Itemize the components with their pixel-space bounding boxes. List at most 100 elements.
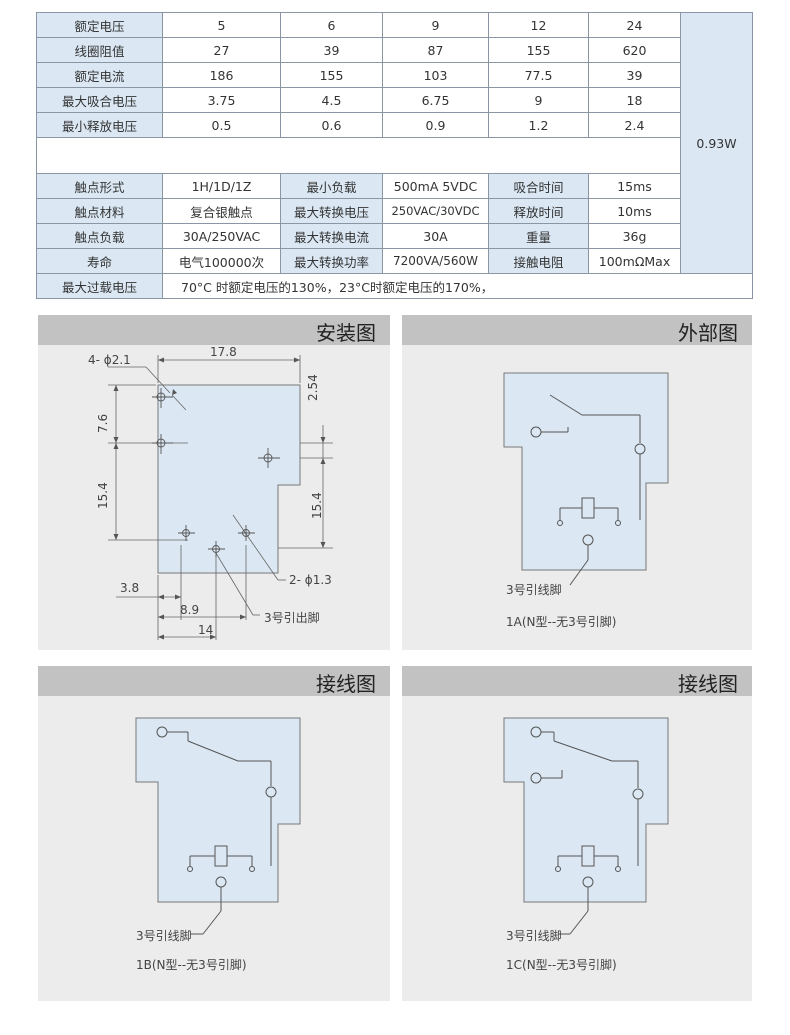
table-cell: 39 xyxy=(588,62,681,88)
pin3-label: 3号引出脚 xyxy=(264,611,320,625)
panel-header: 接线图 xyxy=(402,666,752,696)
table-cell: 0.6 xyxy=(280,112,383,138)
param-label: 最大转换电压 xyxy=(280,198,383,224)
param-value: 15ms xyxy=(588,173,681,199)
param-label: 最大转换电流 xyxy=(280,223,383,249)
table-cell: 39 xyxy=(280,37,383,63)
table-row: 触点材料 复合银触点 最大转换电压 250VAC/30VDC 释放时间 10ms xyxy=(36,198,753,224)
overload-note: 70°C 时额定电压的130%，23°C时额定电压的170%， xyxy=(162,273,753,299)
dim-4-holes: 4- ϕ2.1 xyxy=(88,353,131,367)
install-outline xyxy=(157,384,301,574)
param-value: 100mΩMax xyxy=(588,248,681,274)
table-cell: 12 xyxy=(488,12,589,38)
spec-table-main: 额定电压 5 6 9 12 24 0.93W 线圈阻值 27 39 87 155… xyxy=(36,12,753,299)
table-cell: 9 xyxy=(382,12,489,38)
install-drawing xyxy=(108,355,333,640)
panel-header: 接线图 xyxy=(38,666,390,696)
dim-2-54: 2.54 xyxy=(306,374,320,401)
table-row: 最大过载电压 70°C 时额定电压的130%，23°C时额定电压的170%， xyxy=(36,273,753,299)
param-label: 寿命 xyxy=(36,248,163,274)
param-value: 电气100000次 xyxy=(162,248,281,274)
table-cell: 0.5 xyxy=(162,112,281,138)
param-label: 触点材料 xyxy=(36,198,163,224)
model-caption: 1B(N型--无3号引脚) xyxy=(136,958,247,972)
wiring-c-drawing xyxy=(503,717,669,935)
param-value: 500mA 5VDC xyxy=(382,173,489,199)
param-value: 复合银触点 xyxy=(162,198,281,224)
param-value: 30A xyxy=(382,223,489,249)
param-label: 接触电阻 xyxy=(488,248,589,274)
table-row: 线圈阻值 27 39 87 155 620 xyxy=(36,37,753,63)
dim-14: 14 xyxy=(198,623,214,637)
panel-title: 安装图 xyxy=(316,321,376,345)
table-cell: 77.5 xyxy=(488,62,589,88)
table-cell: 103 xyxy=(382,62,489,88)
table-cell: 1.2 xyxy=(488,112,589,138)
table-row: 寿命 电气100000次 最大转换功率 7200VA/560W 接触电阻 100… xyxy=(36,248,753,274)
table-cell: 155 xyxy=(488,37,589,63)
pin3-label: 3号引线脚 xyxy=(506,583,562,597)
table-row: 触点形式 1H/1D/1Z 最小负载 500mA 5VDC 吸合时间 15ms xyxy=(36,173,753,199)
wiring-b-drawing xyxy=(135,717,301,935)
param-label: 触点负载 xyxy=(36,223,163,249)
table-cell: 18 xyxy=(588,87,681,113)
model-caption: 1C(N型--无3号引脚) xyxy=(506,958,617,972)
row-label: 额定电流 xyxy=(36,62,163,88)
wiring-b-panel: 接线图 3号引线脚 1B(N型--无3号引脚) xyxy=(38,666,390,1001)
dim-17-8: 17.8 xyxy=(210,345,237,359)
param-value: 10ms xyxy=(588,198,681,224)
param-label: 触点形式 xyxy=(36,173,163,199)
mount-holes xyxy=(152,388,280,557)
panel-header: 外部图 xyxy=(402,315,752,345)
table-cell: 0.9 xyxy=(382,112,489,138)
table-row: 触点负载 30A/250VAC 最大转换电流 30A 重量 36g xyxy=(36,223,753,249)
table-row: 额定电压 5 6 9 12 24 0.93W xyxy=(36,12,753,274)
pin3-label: 3号引线脚 xyxy=(136,929,192,943)
panel-title: 接线图 xyxy=(316,672,376,696)
table-cell: 2.4 xyxy=(588,112,681,138)
dim-3-8: 3.8 xyxy=(120,581,140,595)
row-label: 额定电压 xyxy=(36,12,163,38)
table-cell: 87 xyxy=(382,37,489,63)
param-label: 最小负载 xyxy=(280,173,383,199)
param-value: 7200VA/560W xyxy=(382,248,489,274)
panel-header: 安装图 xyxy=(38,315,390,345)
param-value: 36g xyxy=(588,223,681,249)
table-row: 最小释放电压 0.5 0.6 0.9 1.2 2.4 xyxy=(36,112,753,138)
table-row: 最大吸合电压 3.75 4.5 6.75 9 18 xyxy=(36,87,753,113)
pin3-label: 3号引线脚 xyxy=(506,929,562,943)
table-cell: 4.5 xyxy=(280,87,383,113)
row-label: 线圈阻值 xyxy=(36,37,163,63)
param-label: 重量 xyxy=(488,223,589,249)
overload-label: 最大过载电压 xyxy=(36,273,163,299)
table-cell: 24 xyxy=(588,12,681,38)
dim-15-4-right: 15.4 xyxy=(310,492,324,519)
param-value: 1H/1D/1Z xyxy=(162,173,281,199)
param-value: 30A/250VAC xyxy=(162,223,281,249)
table-cell: 186 xyxy=(162,62,281,88)
model-caption: 1A(N型--无3号引脚) xyxy=(506,615,617,629)
param-value: 250VAC/30VDC xyxy=(382,198,489,224)
power-cell: 0.93W xyxy=(680,12,753,274)
table-cell: 9 xyxy=(488,87,589,113)
param-label: 最大转换功率 xyxy=(280,248,383,274)
row-label: 最大吸合电压 xyxy=(36,87,163,113)
table-gap-row xyxy=(36,137,753,174)
param-label: 释放时间 xyxy=(488,198,589,224)
table-cell: 27 xyxy=(162,37,281,63)
table-cell: 6.75 xyxy=(382,87,489,113)
table-cell: 155 xyxy=(280,62,383,88)
table-gap xyxy=(36,137,681,174)
dim-7-6: 7.6 xyxy=(96,413,110,433)
table-cell: 3.75 xyxy=(162,87,281,113)
dim-2-holes: 2- ϕ1.3 xyxy=(289,573,332,587)
panel-title: 外部图 xyxy=(678,321,738,345)
wiring-c-panel: 接线图 3号引线脚 1C(N型--无 xyxy=(402,666,752,1001)
dim-15-4-left: 15.4 xyxy=(96,482,110,509)
table-row: 额定电流 186 155 103 77.5 39 xyxy=(36,62,753,88)
table-cell: 6 xyxy=(280,12,383,38)
panel-title: 接线图 xyxy=(678,672,738,696)
install-panel: 安装图 xyxy=(38,315,390,650)
dim-8-9: 8.9 xyxy=(180,603,200,617)
exterior-drawing xyxy=(503,372,669,586)
